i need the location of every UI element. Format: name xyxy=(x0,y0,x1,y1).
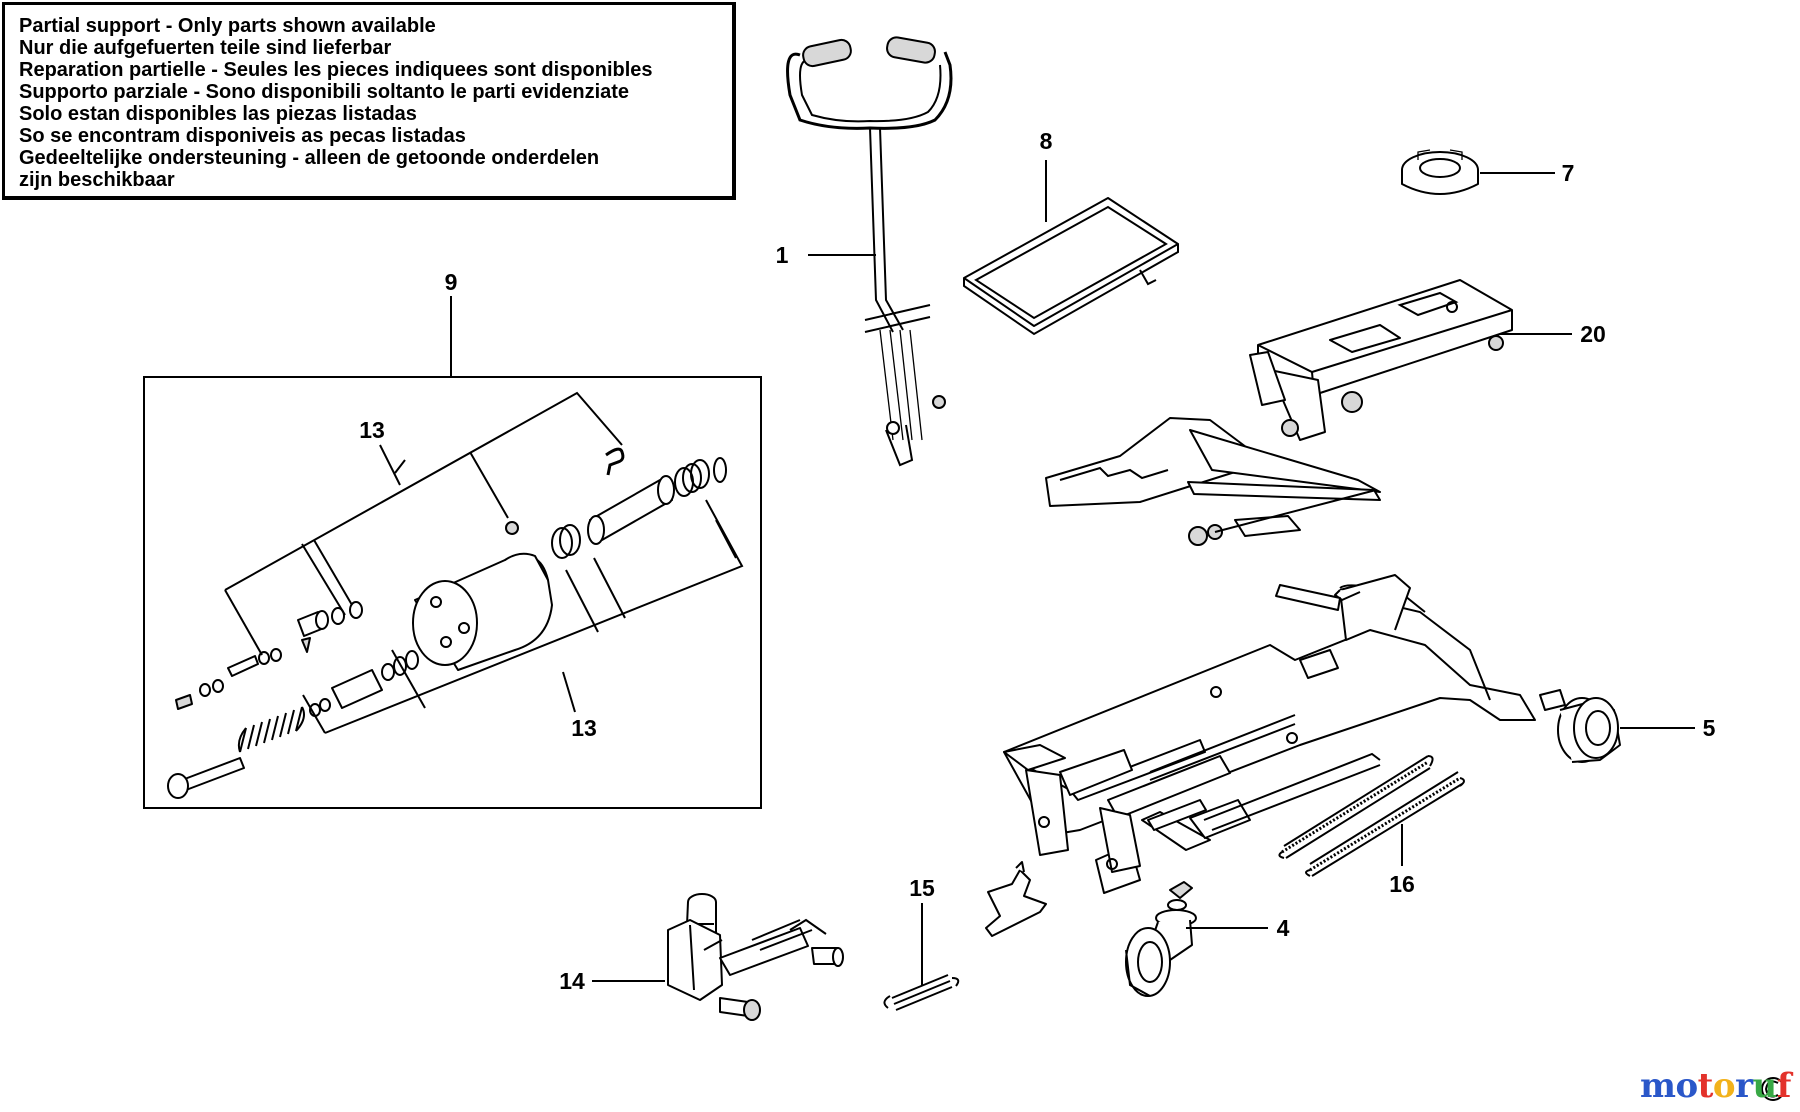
callout-5: 5 xyxy=(1703,715,1716,741)
notice-line: Partial support - Only parts shown avail… xyxy=(19,15,436,37)
logo-letter: f xyxy=(1776,1066,1792,1106)
leader-line xyxy=(379,444,401,486)
callout-7: 7 xyxy=(1562,160,1575,186)
callout-4: 4 xyxy=(1277,915,1290,941)
callout-9: 9 xyxy=(445,269,458,295)
leader-line xyxy=(562,671,576,713)
part-9-pump-assembly-frame xyxy=(143,376,762,809)
callout-13-lower: 13 xyxy=(571,715,597,741)
notice-line: Nur die aufgefuerten teile sind lieferba… xyxy=(19,37,392,59)
pump-body xyxy=(167,447,727,799)
part-13-seal-kit[interactable] xyxy=(224,391,744,734)
callout-1: 1 xyxy=(776,242,789,268)
part-7-cap[interactable] xyxy=(1401,149,1479,195)
part-1-handle[interactable] xyxy=(786,36,953,467)
release-clip xyxy=(985,861,1047,937)
notice-line: zijn beschikbaar xyxy=(19,169,175,191)
motoruf-watermark-logo: motoruf xyxy=(1640,1066,1791,1106)
logo-letter: o xyxy=(1675,1066,1698,1106)
part-8-tray[interactable] xyxy=(963,197,1179,336)
callout-14: 14 xyxy=(559,968,585,994)
callout-16: 16 xyxy=(1389,871,1415,897)
callout-8: 8 xyxy=(1040,128,1053,154)
logo-letter: u xyxy=(1752,1066,1778,1106)
notice-line: Solo estan disponibles las piezas listad… xyxy=(19,103,417,125)
copyright-mark xyxy=(1761,1077,1785,1101)
callout-13-upper: 13 xyxy=(359,417,385,443)
part-20-lift-arm[interactable] xyxy=(1045,279,1513,546)
notice-line: So se encontram disponiveis as pecas lis… xyxy=(19,125,466,147)
part-15-spring[interactable] xyxy=(883,974,960,1011)
callout-15: 15 xyxy=(909,875,935,901)
logo-letter: t xyxy=(1697,1066,1714,1106)
logo-letter: r xyxy=(1735,1066,1753,1106)
partial-support-notice: Partial support - Only parts shown avail… xyxy=(2,2,736,200)
part-16-springs[interactable] xyxy=(1278,755,1465,877)
part-4-caster[interactable] xyxy=(1125,881,1197,997)
callout-20: 20 xyxy=(1580,321,1606,347)
part-5-wheel[interactable] xyxy=(1557,697,1621,763)
part-14-pedal-assembly[interactable] xyxy=(667,893,844,1021)
notice-line: Supporto parziale - Sono disponibili sol… xyxy=(19,81,630,103)
jack-frame xyxy=(1003,574,1566,894)
notice-line: Reparation partielle - Seules les pieces… xyxy=(19,59,653,81)
logo-letter: m xyxy=(1640,1066,1676,1106)
notice-line: Gedeeltelijke ondersteuning - alleen de … xyxy=(19,147,600,169)
logo-letter: o xyxy=(1712,1066,1736,1106)
